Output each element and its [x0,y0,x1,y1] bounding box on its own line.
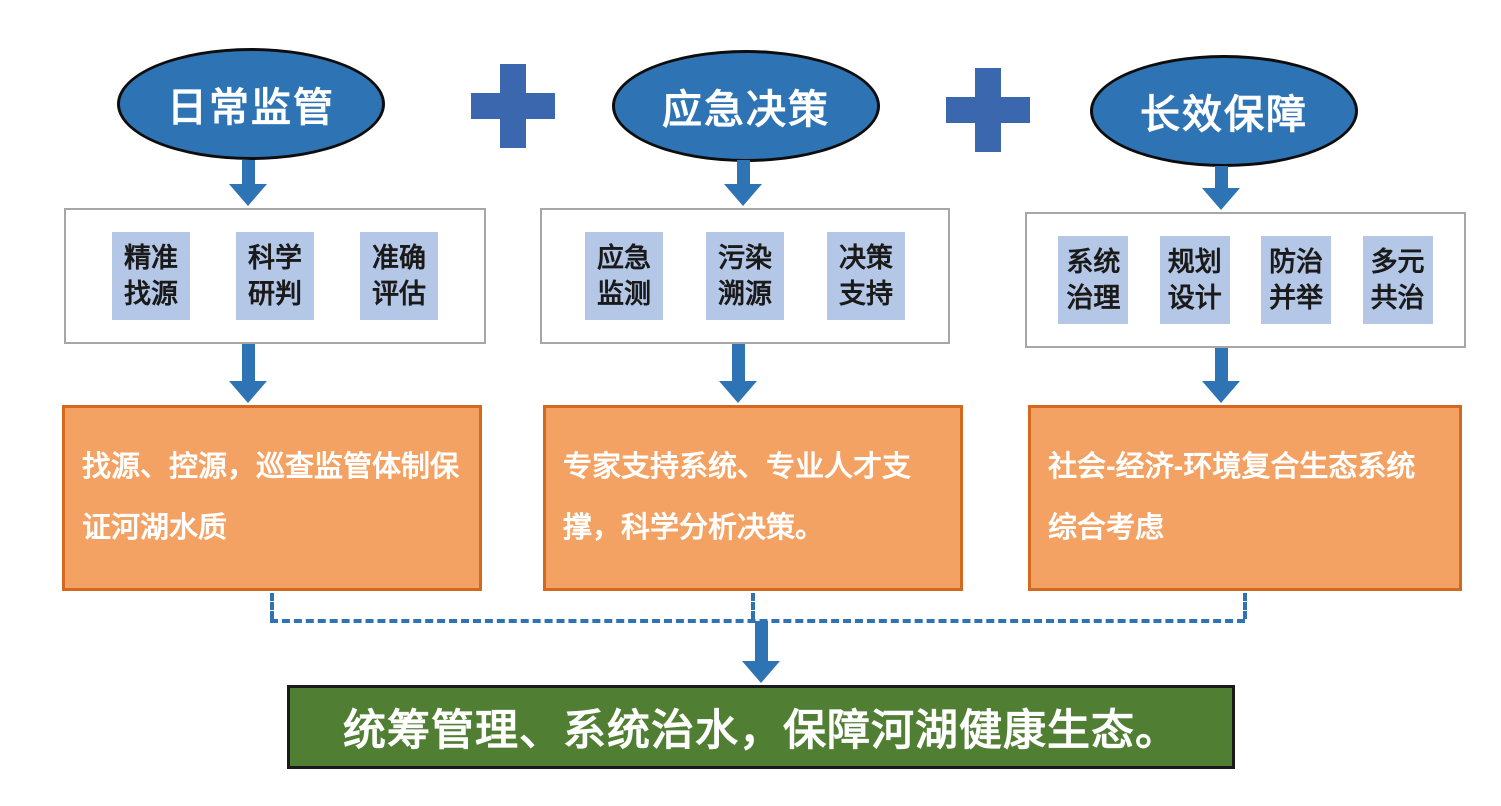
measure-tag: 准确 评估 [360,231,438,321]
stage-title: 长效保障 [1140,93,1308,137]
arrow-down-icon [229,344,267,403]
plus-icon [946,68,1030,152]
stage-title: 应急决策 [662,88,830,132]
measure-tag: 防治 并举 [1261,235,1332,325]
description-box-emergency: 专家支持系统、专业人才支撑，科学分析决策。 [543,405,963,591]
measure-tag: 科学 研判 [236,231,314,321]
stage-ellipse-longterm-guarantee: 长效保障 [1090,55,1358,167]
measure-tag: 应急 监测 [585,231,663,321]
measure-tag: 规划 设计 [1159,235,1230,325]
dashed-connector [751,593,755,619]
measures-box-emergency: 应急 监测 污染 溯源 决策 支持 [540,208,950,344]
stage-title: 日常监管 [167,86,335,130]
stage-ellipse-daily-supervision: 日常监管 [117,48,385,160]
conclusion-text: 统筹管理、系统治水，保障河湖健康生态。 [343,707,1179,755]
dashed-connector [270,593,274,619]
description-text: 专家支持系统、专业人才支撑，科学分析决策。 [563,451,912,544]
measure-tag: 精准 找源 [112,231,190,321]
conclusion-box: 统筹管理、系统治水，保障河湖健康生态。 [287,685,1235,769]
arrow-down-icon [1202,166,1240,210]
description-text: 找源、控源，巡查监管体制保证河湖水质 [82,451,460,544]
measures-box-daily: 精准 找源 科学 研判 准确 评估 [64,208,486,344]
dashed-connector [1243,593,1247,619]
arrow-down-icon [1202,348,1240,403]
stage-ellipse-emergency-decision: 应急决策 [612,50,880,162]
measure-tag: 污染 溯源 [706,231,784,321]
description-box-longterm: 社会-经济-环境复合生态系统综合考虑 [1028,405,1462,591]
plus-icon [471,64,555,148]
measure-tag: 系统 治理 [1058,235,1129,325]
arrow-down-icon [229,160,267,206]
description-box-daily: 找源、控源，巡查监管体制保证河湖水质 [62,405,482,591]
arrow-down-icon [719,344,757,403]
measure-tag: 多元 共治 [1362,235,1433,325]
measures-box-longterm: 系统 治理 规划 设计 防治 并举 多元 共治 [1025,212,1466,348]
arrow-down-icon [724,160,762,206]
measure-tag: 决策 支持 [827,231,905,321]
arrow-down-icon [742,621,780,683]
description-text: 社会-经济-环境复合生态系统综合考虑 [1048,451,1416,544]
